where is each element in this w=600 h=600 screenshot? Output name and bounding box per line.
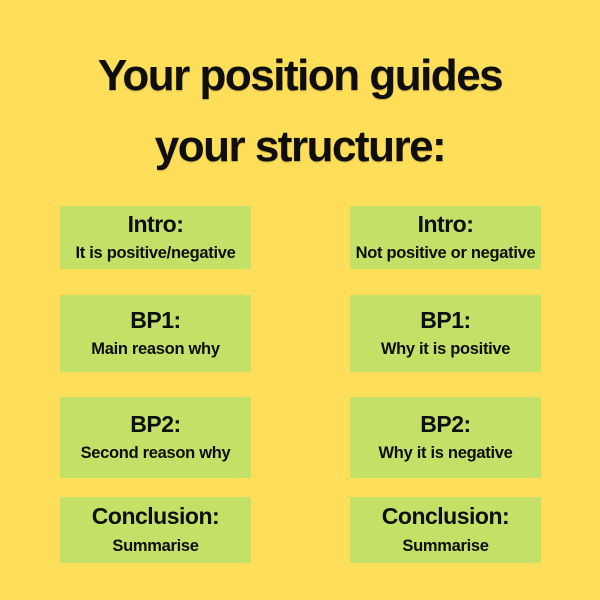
page-title-line-2: your structure: bbox=[154, 122, 447, 171]
box-right-bp1-heading: BP1: bbox=[420, 306, 471, 333]
box-right-bp1-subtext: Why it is positive bbox=[380, 340, 511, 359]
box-right-bp1: BP1: Why it is positive bbox=[350, 295, 541, 372]
box-left-intro-heading: Intro: bbox=[127, 210, 184, 237]
page-title-line-1: Your position guides bbox=[97, 51, 504, 100]
box-left-conclusion-subtext: Summarise bbox=[112, 536, 199, 555]
box-left-bp2-heading: BP2: bbox=[130, 410, 181, 437]
box-right-bp2: BP2: Why it is negative bbox=[350, 397, 541, 478]
box-right-intro-subtext: Not positive or negative bbox=[355, 244, 536, 263]
box-left-bp1-heading: BP1: bbox=[130, 306, 181, 333]
box-right-intro: Intro: Not positive or negative bbox=[350, 206, 541, 269]
box-left-conclusion: Conclusion: Summarise bbox=[60, 497, 251, 563]
box-right-intro-heading: Intro: bbox=[417, 210, 474, 237]
box-left-conclusion-heading: Conclusion: bbox=[91, 503, 220, 530]
box-left-intro-subtext: It is positive/negative bbox=[75, 244, 236, 263]
box-right-conclusion-heading: Conclusion: bbox=[381, 503, 510, 530]
box-left-intro: Intro: It is positive/negative bbox=[60, 206, 251, 269]
box-right-bp2-heading: BP2: bbox=[420, 410, 471, 437]
box-right-conclusion-subtext: Summarise bbox=[402, 536, 489, 555]
box-right-conclusion: Conclusion: Summarise bbox=[350, 497, 541, 563]
page-title: Your position guides your structure: bbox=[0, 40, 600, 182]
box-right-bp2-subtext: Why it is negative bbox=[378, 444, 513, 463]
box-left-bp2-subtext: Second reason why bbox=[80, 444, 231, 463]
box-left-bp1-subtext: Main reason why bbox=[91, 340, 220, 359]
box-left-bp2: BP2: Second reason why bbox=[60, 397, 251, 478]
box-left-bp1: BP1: Main reason why bbox=[60, 295, 251, 372]
